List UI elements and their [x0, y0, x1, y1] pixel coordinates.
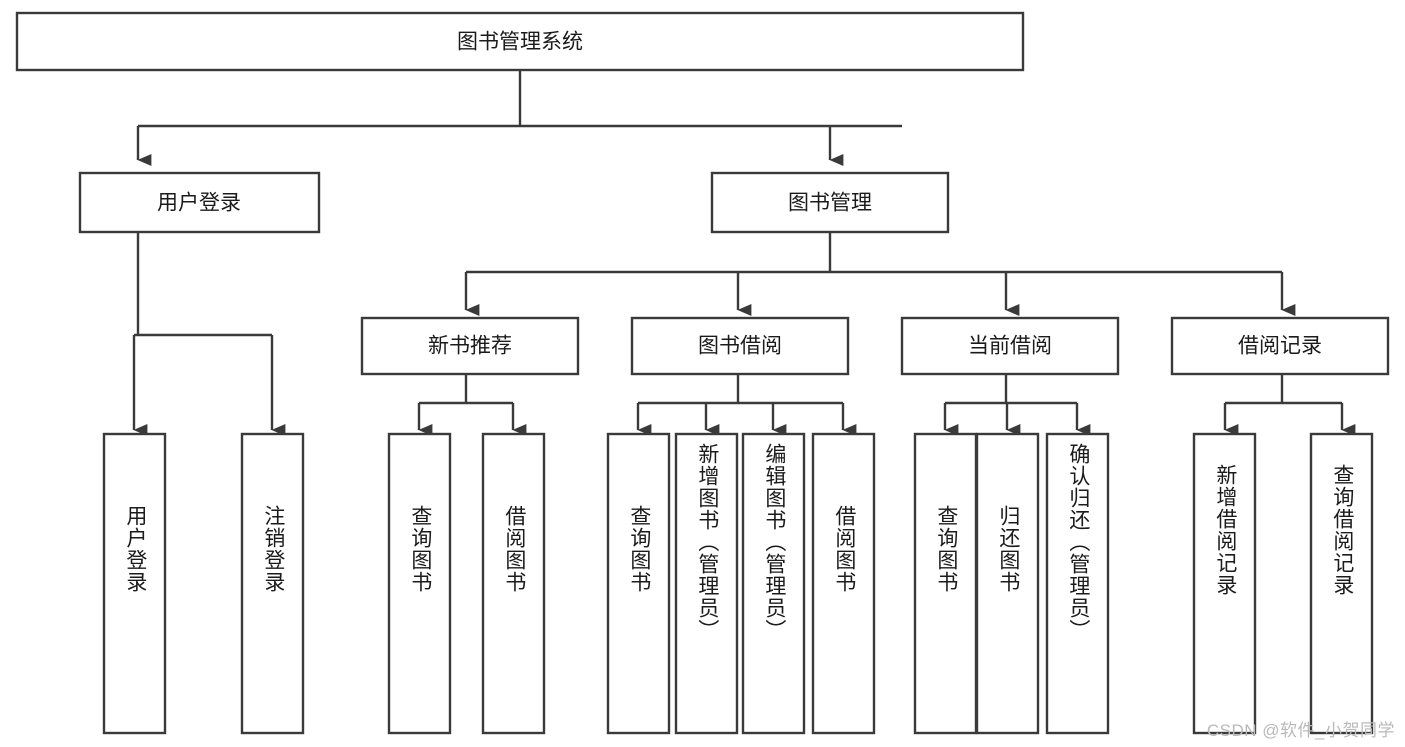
node-leaf-confirm-return[interactable] — [1045, 432, 1110, 735]
connector-group-user-login — [132, 232, 286, 436]
node-book-manage-box[interactable] — [710, 171, 950, 234]
node-borrow-record-label: 借阅记录 — [1238, 335, 1322, 358]
node-leaf-edit-book[interactable] — [741, 432, 806, 735]
node-leaf-query-book-cur-box[interactable] — [913, 432, 978, 735]
connector-group-new-book-rec — [417, 374, 527, 436]
node-leaf-edit-book-box[interactable] — [741, 432, 806, 735]
node-leaf-user-logout[interactable] — [240, 432, 305, 735]
node-root[interactable]: 图书管理系统 — [15, 11, 1025, 72]
node-new-book-rec[interactable]: 新书推荐 — [360, 316, 580, 376]
connector-group-borrow-record — [1223, 374, 1356, 436]
node-leaf-query-book-rec-box[interactable] — [387, 432, 452, 735]
connector-group-book-manage — [464, 232, 1296, 316]
node-leaf-query-book-cur[interactable] — [913, 432, 978, 735]
connector-group-root — [136, 70, 902, 166]
node-new-book-rec-label: 新书推荐 — [428, 335, 512, 358]
node-borrow-record[interactable]: 借阅记录 — [1170, 316, 1390, 376]
node-leaf-query-record-box[interactable] — [1309, 432, 1374, 735]
connector-group-book-borrow — [636, 374, 857, 436]
node-user-login-label: 用户登录 — [157, 192, 241, 215]
csdn-watermark: CSDN @软件_小贺同学 — [1206, 721, 1395, 740]
node-leaf-add-book[interactable] — [674, 432, 739, 735]
node-leaf-borrow-book-rec-box[interactable] — [481, 432, 546, 735]
node-leaf-query-record[interactable] — [1309, 432, 1374, 735]
node-leaf-add-book-box[interactable] — [674, 432, 739, 735]
node-leaf-query-book-borrow[interactable] — [606, 432, 671, 735]
node-leaf-add-record[interactable] — [1192, 432, 1257, 735]
node-user-login-box[interactable] — [78, 171, 321, 234]
node-user-login[interactable]: 用户登录 — [78, 171, 321, 234]
node-current-borrow-box[interactable] — [900, 316, 1120, 376]
node-root-box[interactable] — [15, 11, 1025, 72]
node-book-manage[interactable]: 图书管理 — [710, 171, 950, 234]
node-leaf-return-book[interactable] — [975, 432, 1040, 735]
node-book-manage-label: 图书管理 — [788, 192, 872, 215]
node-leaf-query-book-rec[interactable] — [387, 432, 452, 735]
node-leaf-borrow-book-box[interactable] — [811, 432, 876, 735]
node-leaf-user-logout-box[interactable] — [240, 432, 305, 735]
node-book-borrow[interactable]: 图书借阅 — [630, 316, 850, 376]
node-leaf-return-book-box[interactable] — [975, 432, 1040, 735]
node-leaf-borrow-book[interactable] — [811, 432, 876, 735]
node-current-borrow-label: 当前借阅 — [968, 335, 1052, 358]
node-book-borrow-box[interactable] — [630, 316, 850, 376]
connector-group-current-borrow — [943, 374, 1091, 436]
node-root-label: 图书管理系统 — [457, 31, 583, 54]
node-leaf-confirm-return-box[interactable] — [1045, 432, 1110, 735]
node-leaf-borrow-book-rec[interactable] — [481, 432, 546, 735]
node-leaf-add-record-box[interactable] — [1192, 432, 1257, 735]
node-book-borrow-label: 图书借阅 — [698, 335, 782, 358]
node-current-borrow[interactable]: 当前借阅 — [900, 316, 1120, 376]
node-leaf-user-login-box[interactable] — [102, 432, 167, 735]
node-leaf-user-login[interactable] — [102, 432, 167, 735]
node-borrow-record-box[interactable] — [1170, 316, 1390, 376]
node-leaf-query-book-borrow-box[interactable] — [606, 432, 671, 735]
node-new-book-rec-box[interactable] — [360, 316, 580, 376]
